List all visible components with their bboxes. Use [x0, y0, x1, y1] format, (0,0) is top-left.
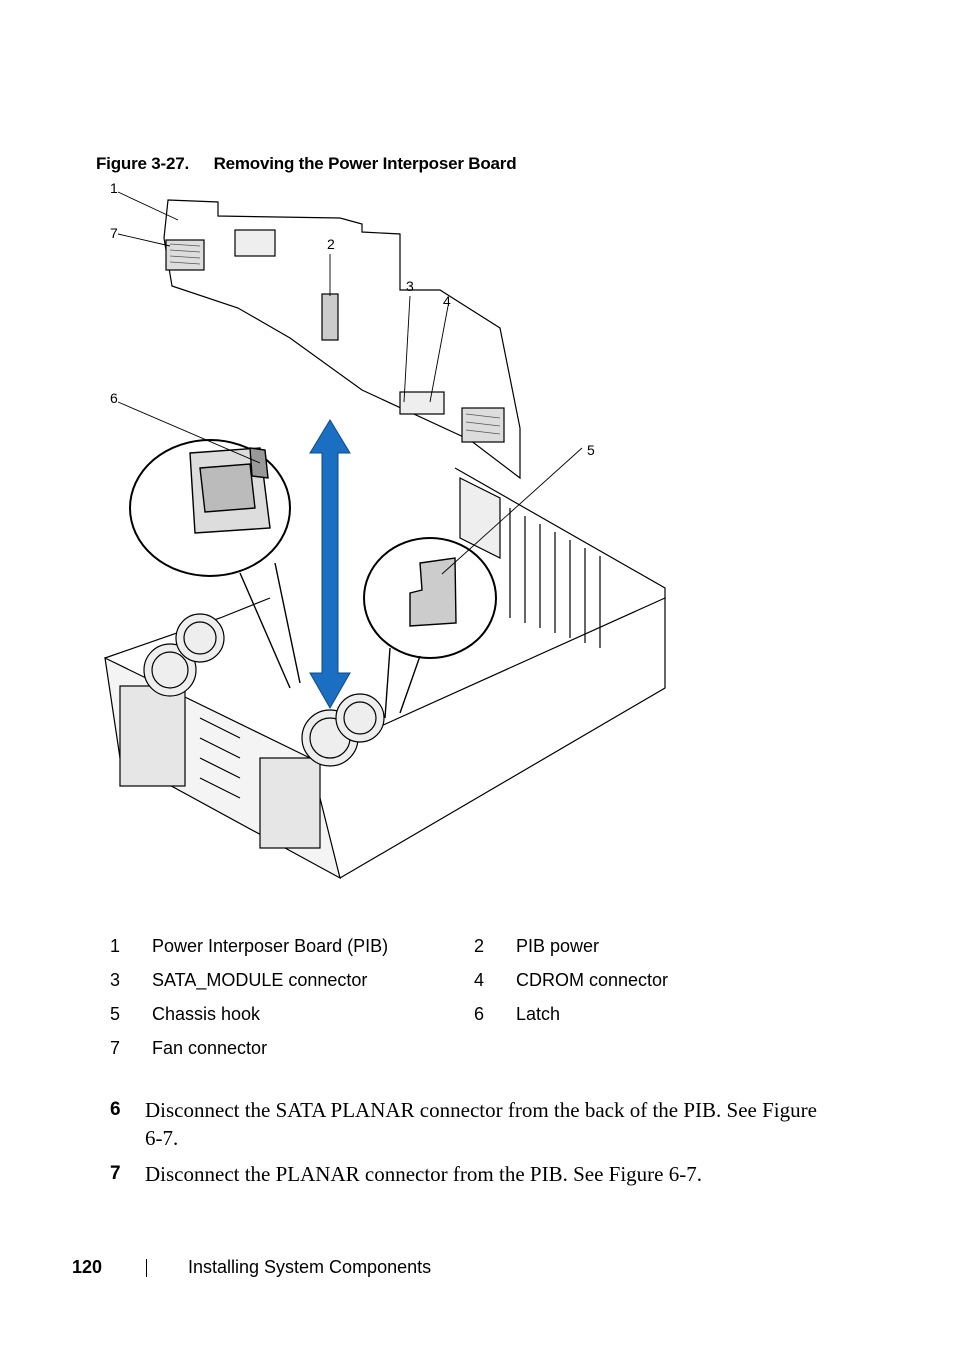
- step-text: Disconnect the PLANAR connector from the…: [145, 1162, 702, 1186]
- legend-item-label: PIB power: [516, 936, 600, 956]
- callout-7: 7: [110, 225, 118, 241]
- step-number: 7: [110, 1163, 121, 1184]
- legend-item-label: Chassis hook: [152, 1004, 261, 1024]
- legend-item-number: 2: [474, 936, 485, 956]
- callout-2: 2: [327, 236, 335, 252]
- chassis-hook-detail: [363, 537, 497, 719]
- callout-1: 1: [110, 180, 118, 196]
- section-title: Installing System Components: [188, 1257, 432, 1277]
- step-text: Disconnect the SATA PLANAR connector fro…: [145, 1098, 817, 1150]
- procedure-step: 6 Disconnect the SATA PLANAR connector f…: [110, 1096, 830, 1156]
- legend-item-label: Power Interposer Board (PIB): [152, 936, 389, 956]
- footer-divider: [146, 1259, 147, 1277]
- page-number: 120: [72, 1257, 103, 1277]
- lift-arrow: [309, 419, 351, 710]
- callout-3: 3: [406, 278, 414, 294]
- legend-item-label: Latch: [516, 1004, 561, 1024]
- procedure-step: 7 Disconnect the PLANAR connector from t…: [110, 1160, 830, 1190]
- legend-item-number: 7: [110, 1038, 121, 1058]
- legend-item-number: 1: [110, 936, 121, 956]
- legend-item-label: Fan connector: [152, 1038, 268, 1058]
- callout-4: 4: [443, 293, 451, 309]
- pib-removal-illustration: 1 7 2 3 4 6 5: [104, 180, 666, 880]
- legend-item-number: 3: [110, 970, 121, 990]
- chassis: [104, 467, 666, 880]
- figure-caption: Figure 3-27. Removing the Power Interpos…: [96, 154, 517, 174]
- legend-item-number: 6: [474, 1004, 485, 1024]
- latch-detail: [129, 439, 301, 689]
- figure-number: Figure 3-27.: [96, 154, 190, 173]
- callout-5: 5: [587, 442, 595, 458]
- legend-item-label: CDROM connector: [516, 970, 669, 990]
- legend-item-number: 4: [474, 970, 485, 990]
- power-interposer-board: [163, 199, 521, 480]
- legend-item-label: SATA_MODULE connector: [152, 970, 368, 990]
- callout-6: 6: [110, 390, 118, 406]
- callout-leaders: [117, 191, 583, 575]
- legend-item-number: 5: [110, 1004, 121, 1024]
- figure-title: Removing the Power Interposer Board: [213, 154, 517, 173]
- step-number: 6: [110, 1099, 121, 1120]
